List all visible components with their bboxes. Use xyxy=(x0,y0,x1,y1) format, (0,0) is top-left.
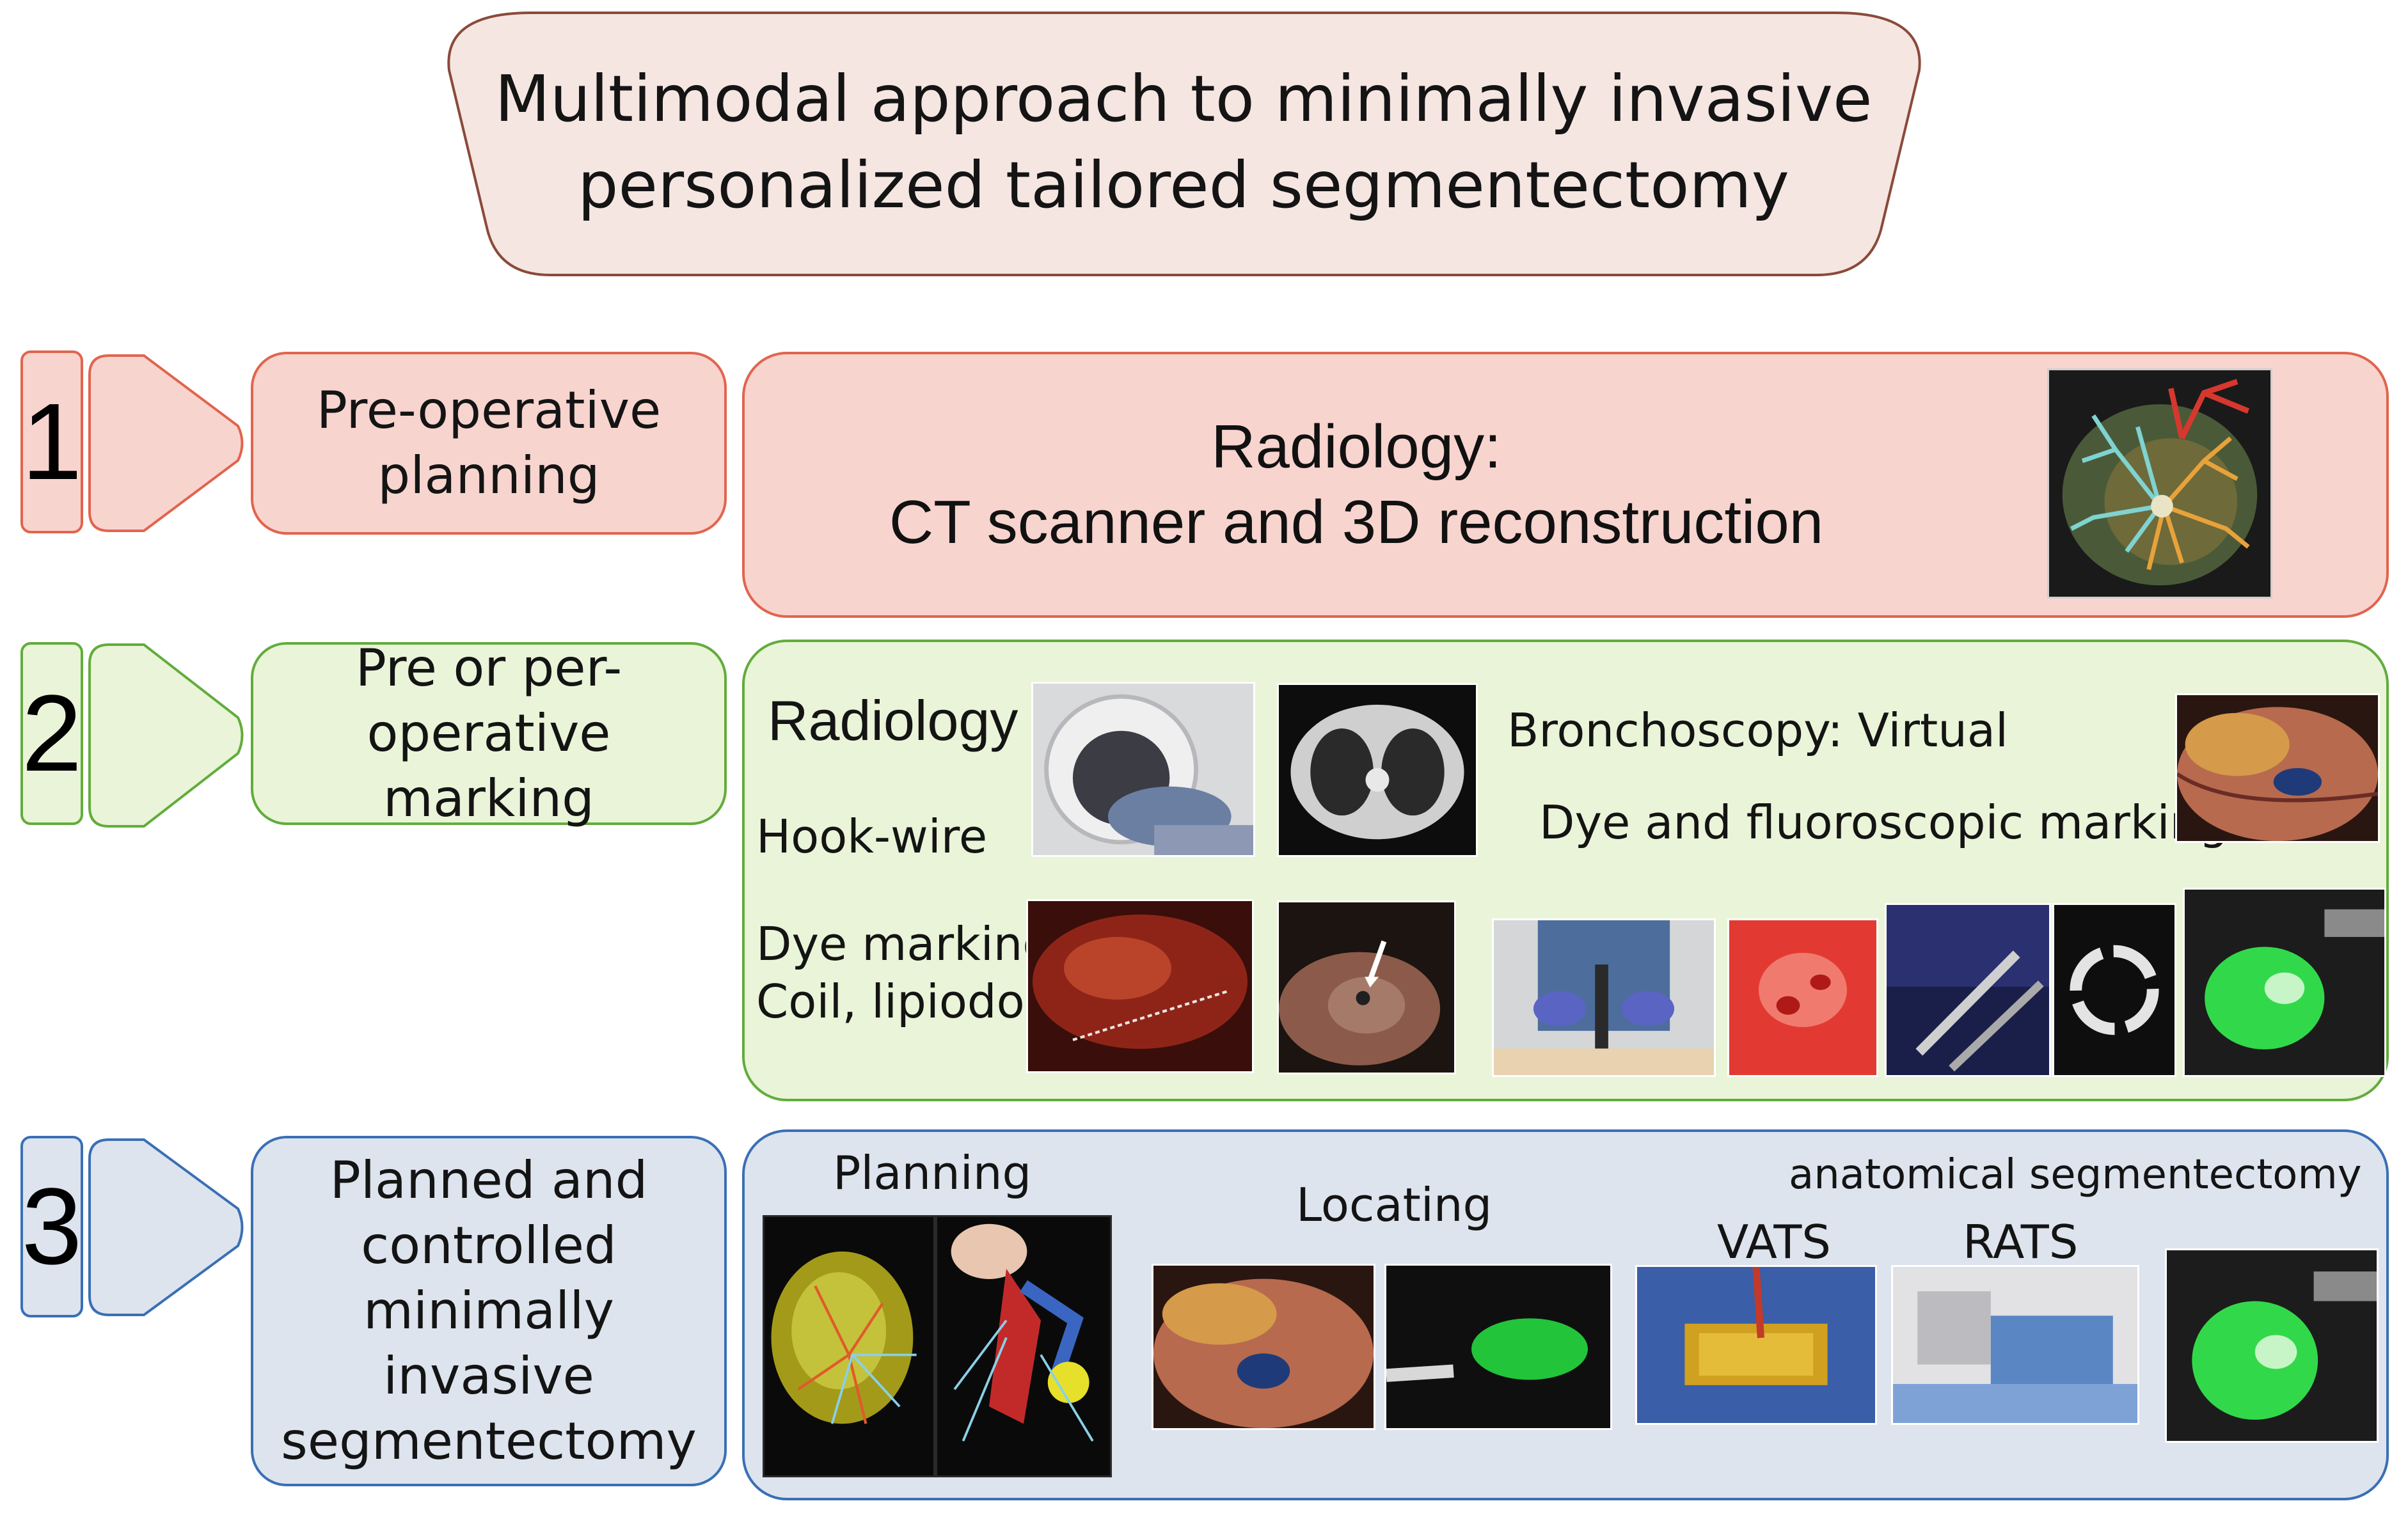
step-1-label: Pre-operative planning xyxy=(251,352,727,535)
lung-surface-dye xyxy=(2175,693,2380,843)
step-1-label-line: planning xyxy=(377,446,600,505)
bronchoscope-procedure-photo xyxy=(1492,918,1716,1077)
icg-fluorescence-result xyxy=(2165,1248,2379,1443)
step-1-label-line: Pre-operative xyxy=(316,381,661,440)
coil-lipiodol-label: Coil, lipiodol. xyxy=(756,975,1052,1028)
icg-fluorescence xyxy=(2183,888,2386,1077)
axial-ct-scan xyxy=(1277,683,1478,857)
rats-label: RATS xyxy=(1963,1215,2079,1269)
dye-fluoroscopic-label: Dye and fluoroscopic marking xyxy=(1539,796,2228,849)
ct-gantry-photo xyxy=(1031,682,1255,857)
surgical-lung-dye xyxy=(1026,899,1254,1073)
bronchoscopy-virtual-label: Bronchoscopy: Virtual xyxy=(1507,703,2008,757)
title-line-1: Multimodal approach to minimally invasiv… xyxy=(495,61,1873,136)
title-line-2: personalized tailored segmentectomy xyxy=(578,148,1789,223)
step-3-label-line: Planned and xyxy=(329,1151,648,1210)
step-1-panel-text: Radiology: CT scanner and 3D reconstruct… xyxy=(832,409,1881,560)
diagram-title: Multimodal approach to minimally invasiv… xyxy=(486,52,1881,232)
3d-lung-reconstruction-image xyxy=(2047,368,2272,599)
hook-wire-label: Hook-wire xyxy=(756,810,988,863)
virtual-bronchoscopy xyxy=(1727,918,1878,1077)
fluoroscopy-ring xyxy=(2052,903,2176,1077)
step-2-label: Pre or per-operative marking xyxy=(251,638,727,828)
vats-label: VATS xyxy=(1717,1215,1831,1269)
step-1-number: 1 xyxy=(20,350,83,533)
step-3-label-line: minimally invasive xyxy=(363,1281,614,1406)
locating-fluorescence xyxy=(1384,1264,1612,1430)
anatomical-segmentectomy-label: anatomical segmentectomy xyxy=(1789,1151,2362,1199)
step-3-label: Planned and controlled minimally invasiv… xyxy=(251,1136,727,1486)
dye-marking-label: Dye marking xyxy=(756,917,1052,971)
step-3-arrow xyxy=(88,1138,244,1316)
catheter-tools xyxy=(1885,903,2051,1077)
step-3-label-line: segmentectomy xyxy=(281,1411,697,1471)
step-2-label-line: Pre or per-operative xyxy=(355,638,622,763)
step-1-number-text: 1 xyxy=(21,381,83,503)
step-3-label-line: controlled xyxy=(361,1216,617,1275)
step-2-arrow xyxy=(88,643,244,828)
step-3-number: 3 xyxy=(20,1136,83,1317)
3d-planning-app-lung xyxy=(763,1215,935,1477)
step-2-label-line: marking xyxy=(383,769,594,828)
coil-marker-photo xyxy=(1277,900,1456,1074)
rats-robot xyxy=(1891,1265,2139,1425)
planning-label: Planning xyxy=(833,1146,1032,1200)
radiology-heading: Radiology: xyxy=(1211,413,1501,481)
step-2-number-text: 2 xyxy=(21,673,83,794)
radiology-label: Radiology xyxy=(768,689,1018,752)
ct-3d-heading: CT scanner and 3D reconstruction xyxy=(889,488,1824,556)
locating-label: Locating xyxy=(1296,1178,1493,1232)
vats-operation xyxy=(1635,1265,1877,1425)
locating-dye xyxy=(1152,1264,1375,1430)
3d-planning-vessels xyxy=(935,1215,1112,1477)
step-1-arrow xyxy=(88,354,244,532)
step-2-number: 2 xyxy=(20,642,83,825)
step-3-number-text: 3 xyxy=(21,1166,83,1287)
